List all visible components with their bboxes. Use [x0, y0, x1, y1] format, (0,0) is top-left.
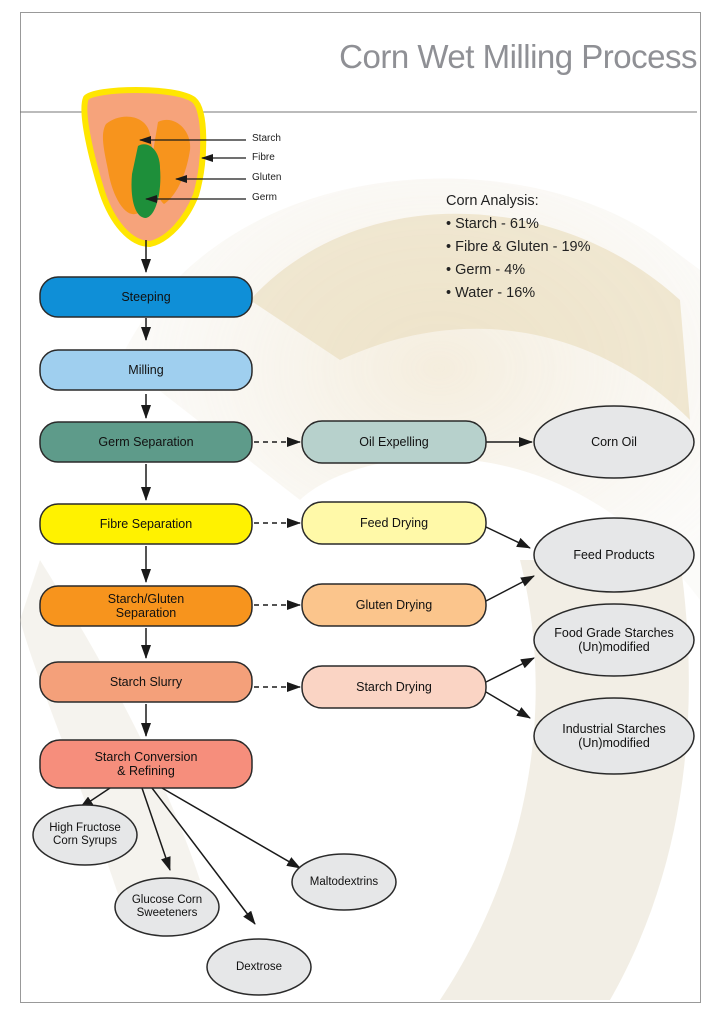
- hfcs-shape: [32, 804, 138, 866]
- industrial-starches-shape: [533, 697, 695, 775]
- gluten-drying-shape: [301, 583, 487, 627]
- corn-oil-shape: [533, 405, 695, 479]
- analysis-item-starch: Starch - 61%: [446, 216, 591, 233]
- kernel-label-germ: Germ: [252, 192, 277, 203]
- page-title: Corn Wet Milling Process: [339, 38, 697, 75]
- steeping-shape: [39, 276, 253, 318]
- glucose-sweeteners-shape: [114, 877, 220, 937]
- refined-maltodextrins: Maltodextrins: [309, 875, 379, 888]
- refined-glucose-sweeteners: Glucose Corn Sweeteners: [131, 894, 203, 919]
- analysis-item-fibre-gluten: Fibre & Gluten - 19%: [446, 239, 590, 256]
- analysis-item-germ: Germ - 4%: [446, 262, 591, 279]
- node-shapes: [32, 276, 695, 996]
- product-corn-oil: Corn Oil: [591, 435, 637, 449]
- flow-arrows: [79, 240, 535, 925]
- product-food-grade-starches: Food Grade Starches (Un)modified: [554, 626, 674, 654]
- refined-hfcs: High Fructose Corn Syrups: [49, 822, 121, 847]
- kernel-pointer-arrows: [139, 136, 246, 203]
- feed-products-shape: [533, 517, 695, 593]
- corn-analysis-heading: Corn Analysis:: [446, 193, 539, 209]
- step-starch-gluten-separation: Starch/Gluten Separation: [107, 592, 185, 620]
- step-starch-drying: Starch Drying: [356, 680, 432, 694]
- step-feed-drying: Feed Drying: [359, 516, 429, 530]
- product-industrial-starches: Industrial Starches (Un)modified: [562, 722, 666, 750]
- feed-drying-shape: [301, 501, 487, 545]
- food-grade-starches-shape: [533, 603, 695, 677]
- starch-gluten-separation-shape: [39, 585, 253, 627]
- starch-drying-shape: [301, 665, 487, 709]
- kernel-label-fibre: Fibre: [252, 152, 275, 163]
- step-fibre-separation: Fibre Separation: [99, 517, 193, 531]
- step-steeping: Steeping: [121, 290, 171, 304]
- milling-shape: [39, 349, 253, 391]
- refined-dextrose: Dextrose: [235, 960, 283, 973]
- maltodextrins-shape: [291, 853, 397, 911]
- corn-analysis-panel: Corn Analysis: Starch - 61% Fibre & Glut…: [446, 193, 591, 308]
- step-starch-slurry: Starch Slurry: [109, 675, 183, 689]
- corn-kernel-illustration: [81, 87, 207, 248]
- step-oil-expelling: Oil Expelling: [359, 435, 429, 449]
- starch-slurry-shape: [39, 661, 253, 703]
- step-starch-conversion: Starch Conversion & Refining: [94, 750, 198, 778]
- kernel-label-starch: Starch: [252, 133, 281, 144]
- analysis-item-water: Water - 16%: [446, 285, 591, 302]
- oil-expelling-shape: [301, 420, 487, 464]
- germ-separation-shape: [39, 421, 253, 463]
- starch-conversion-shape: [39, 739, 253, 789]
- page-frame: [20, 12, 701, 1003]
- step-gluten-drying: Gluten Drying: [355, 598, 433, 612]
- step-milling: Milling: [128, 363, 164, 377]
- kernel-label-gluten: Gluten: [252, 172, 282, 183]
- step-germ-separation: Germ Separation: [98, 435, 194, 449]
- product-feed-products: Feed Products: [573, 548, 655, 562]
- fibre-separation-shape: [39, 503, 253, 545]
- dextrose-shape: [206, 938, 312, 996]
